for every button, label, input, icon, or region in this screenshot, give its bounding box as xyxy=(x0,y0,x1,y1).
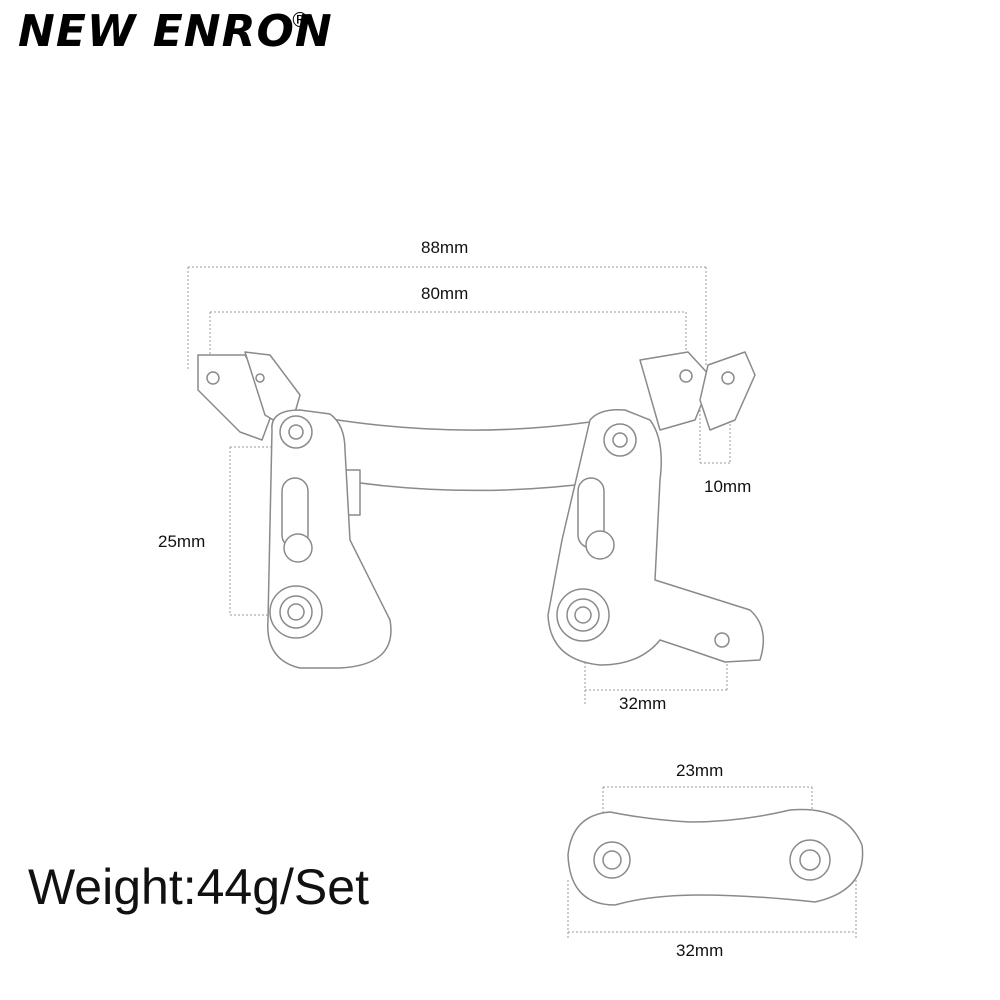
link-part xyxy=(567,808,864,906)
dimension-88mm: 88mm xyxy=(421,238,469,257)
dimension-lines xyxy=(187,266,857,940)
dimension-23mm: 23mm xyxy=(676,761,724,780)
dimension-10mm: 10mm xyxy=(704,477,752,496)
dimension-32mm-link: 32mm xyxy=(676,941,724,960)
registered-mark: ® xyxy=(290,8,310,32)
weight-label: Weight:44g/Set xyxy=(28,859,369,915)
brand-logo: NEW ENRON xyxy=(18,6,333,57)
dimension-25mm: 25mm xyxy=(158,532,206,551)
dimension-32mm-tower: 32mm xyxy=(619,694,667,713)
dimension-80mm: 80mm xyxy=(421,284,469,303)
shock-tower-part xyxy=(197,351,765,669)
